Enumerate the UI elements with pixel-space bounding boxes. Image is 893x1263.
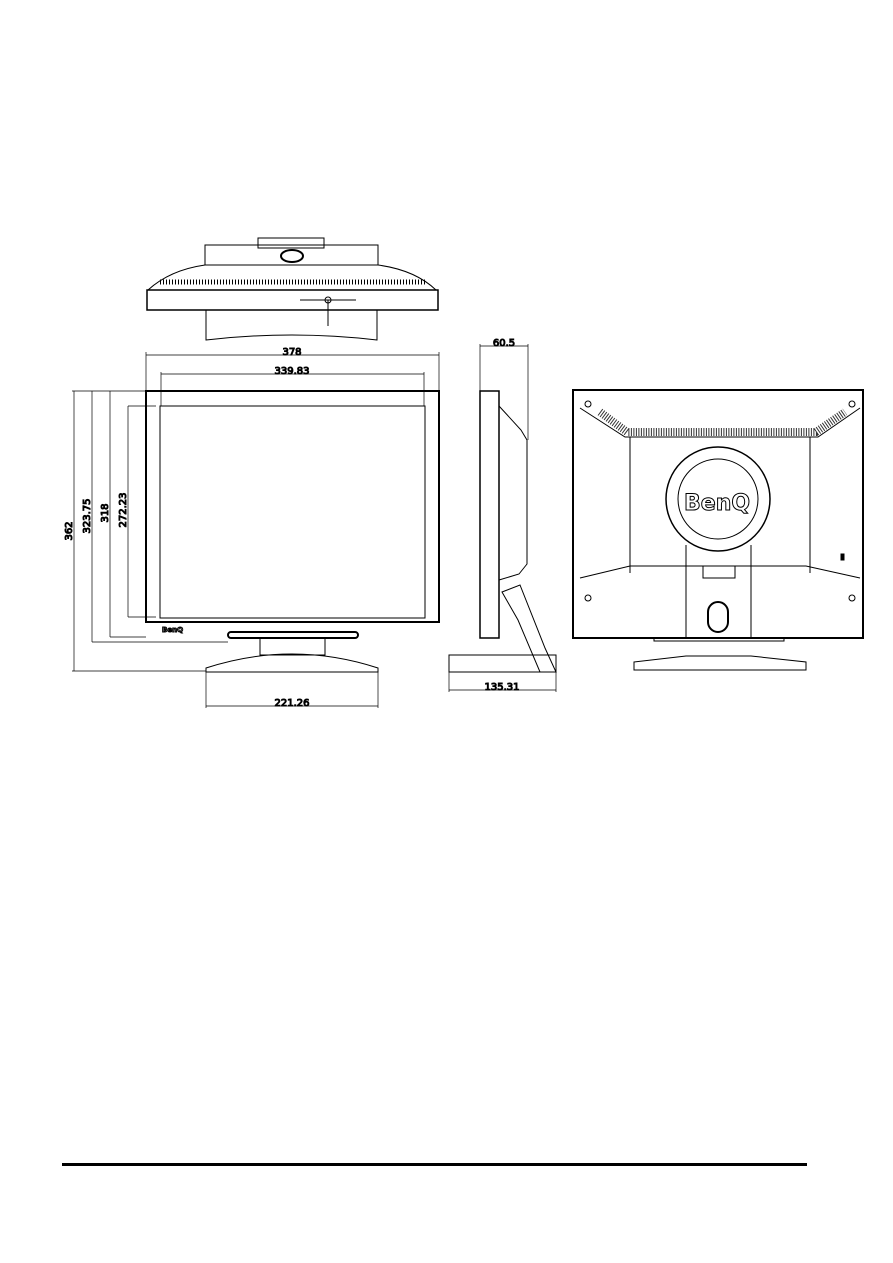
footer-rule xyxy=(62,1163,807,1166)
dim-depth: 60.5 xyxy=(493,338,515,349)
front-logo: BenQ xyxy=(162,626,183,634)
back-view: BenQ xyxy=(572,389,864,671)
front-view: BenQ xyxy=(72,352,440,708)
dim-overall-height: 362 xyxy=(64,521,75,540)
dim-screen-height: 272.23 xyxy=(118,493,129,528)
back-logo: BenQ xyxy=(684,491,750,516)
dim-height-to-base: 323.75 xyxy=(82,499,93,534)
top-view xyxy=(146,237,439,341)
dim-panel-height: 318 xyxy=(100,503,111,522)
dim-base-depth: 135.31 xyxy=(485,682,520,693)
dim-screen-width: 339.83 xyxy=(275,366,310,377)
dim-base-width: 221.26 xyxy=(275,698,310,709)
dim-overall-width: 378 xyxy=(282,347,301,358)
side-view xyxy=(448,344,557,692)
